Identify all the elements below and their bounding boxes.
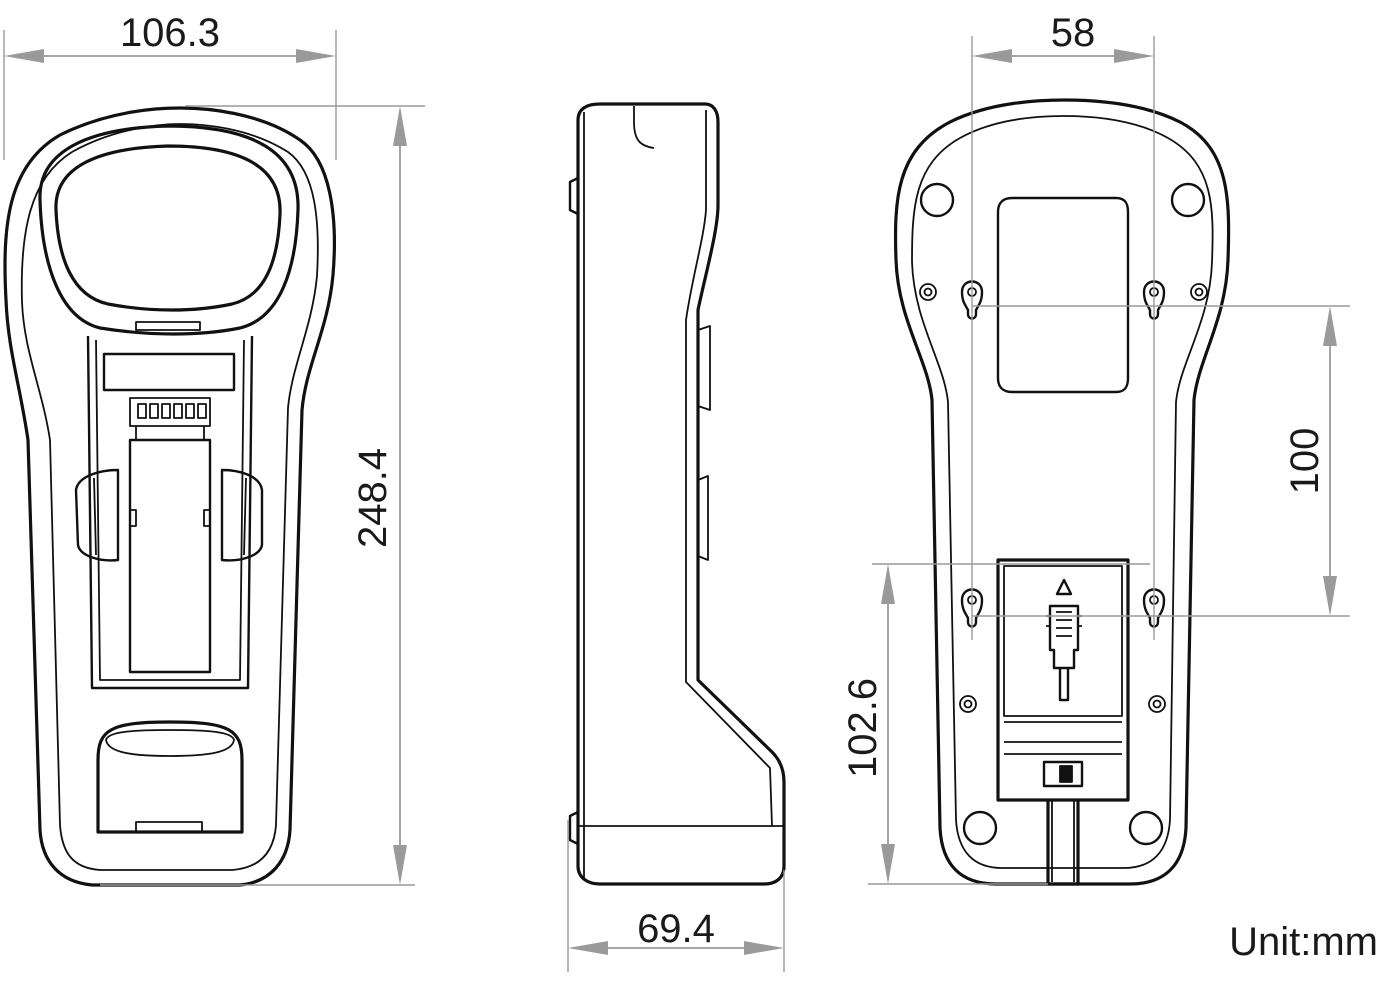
side-clip-upper	[697, 325, 711, 411]
cable-compartment	[996, 558, 1130, 802]
left-clip-line	[93, 477, 97, 556]
bottom-slot	[96, 720, 244, 834]
side-view	[568, 102, 786, 886]
scanner-head	[38, 124, 300, 336]
front-outer-body	[3, 106, 336, 887]
rear-view	[893, 98, 1231, 886]
cradle-trough-inner	[95, 339, 245, 681]
dim-front-height: 248.4	[100, 105, 425, 886]
side-clip-mid	[697, 475, 709, 561]
dim-rear-hole-to-bottom: 102.6	[841, 563, 1150, 885]
side-housing-line	[633, 106, 655, 149]
side-head-line	[685, 110, 773, 827]
dim-rear-hole-to-bottom-label: 102.6	[841, 678, 885, 778]
dim-rear-hole-spacing-h-label: 58	[1051, 11, 1096, 55]
bottom-slot-tab	[135, 821, 203, 833]
dim-rear-hole-spacing-h: 58	[971, 11, 1155, 640]
rear-cable-inner	[1051, 800, 1075, 882]
right-clip	[220, 468, 264, 562]
bottom-slot-inner	[105, 729, 235, 757]
rear-switch	[1042, 760, 1084, 788]
keyhole-mounts	[960, 280, 1166, 628]
charging-contacts	[129, 397, 211, 427]
side-outer-body	[576, 102, 786, 886]
cradle-trough	[86, 335, 254, 690]
rear-feet	[919, 182, 1206, 846]
battery-slot-details	[130, 426, 210, 527]
right-clip-line	[243, 477, 247, 556]
unit-label: Unit:mm	[1229, 920, 1378, 964]
side-back-bump-bottom	[568, 810, 579, 846]
side-back-bump-top	[568, 176, 579, 216]
scanner-nose	[135, 321, 201, 331]
rear-switch-knob	[1059, 765, 1073, 783]
front-inner-rim	[20, 123, 319, 871]
rear-label-area	[996, 196, 1130, 394]
rear-cable	[1046, 800, 1080, 886]
cable-compartment-inner	[1003, 565, 1123, 717]
left-clip	[74, 468, 120, 562]
dim-side-depth: 69.4	[567, 820, 785, 972]
dim-front-width-label: 106.3	[120, 11, 220, 55]
dim-rear-hole-spacing-v: 100	[972, 305, 1350, 617]
rear-inner-rim	[911, 115, 1214, 869]
label-recess	[102, 352, 236, 392]
battery-slot	[128, 438, 212, 674]
scanner-window	[54, 144, 282, 312]
rear-screws	[919, 283, 1208, 713]
front-view	[3, 106, 336, 887]
dim-front-height-label: 248.4	[351, 448, 395, 548]
insert-arrow-icon	[1055, 578, 1073, 596]
dim-front-width: 106.3	[3, 11, 337, 160]
dim-rear-hole-spacing-v-label: 100	[1283, 428, 1327, 495]
cable-compartment-lines	[1004, 721, 1122, 755]
dim-side-depth-label: 69.4	[637, 907, 715, 951]
rj-connector-icon	[1046, 604, 1082, 702]
rear-outer-body	[893, 98, 1231, 886]
